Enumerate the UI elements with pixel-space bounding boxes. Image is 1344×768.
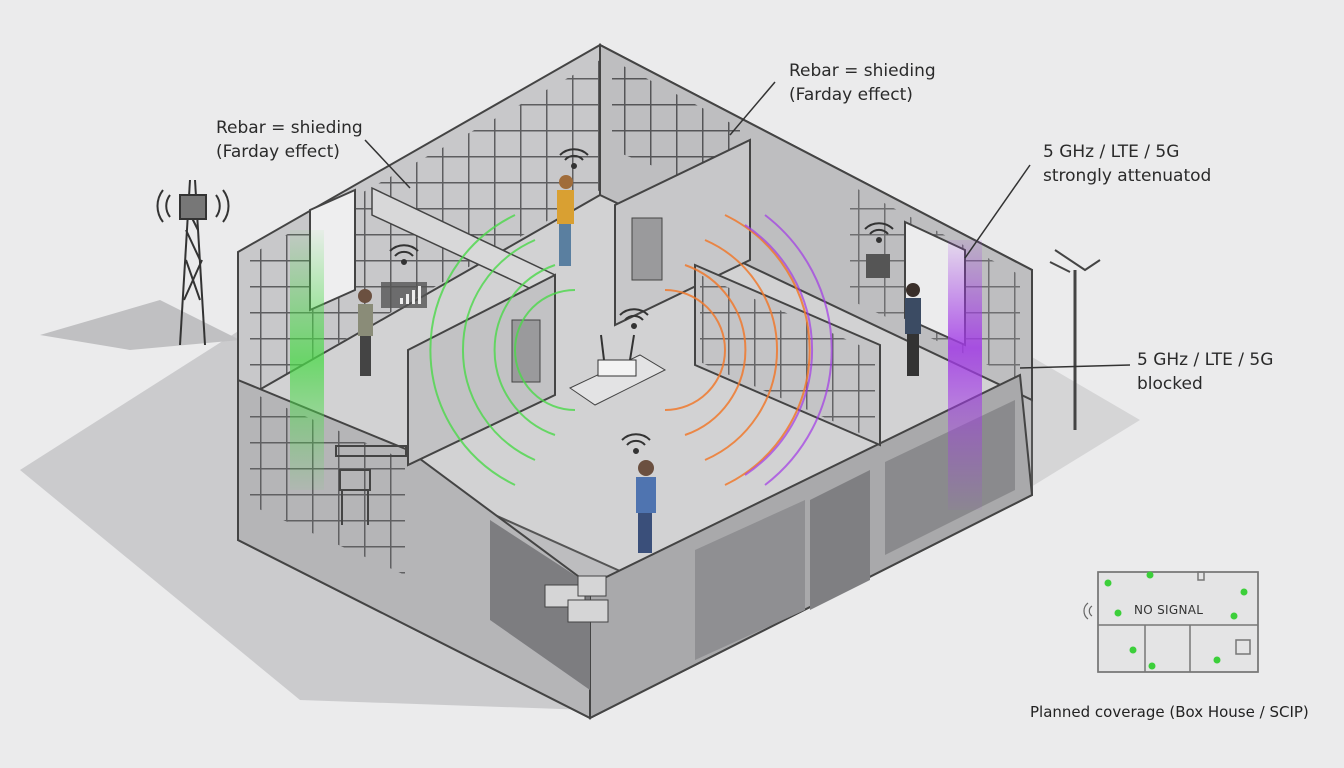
person-icon [358,289,373,376]
partition-wall-right-rebar [700,275,875,440]
attenuated-label: 5 GHz / LTE / 5G strongly attenuatod [1043,142,1212,186]
cell-tower-icon [156,179,230,346]
wifi-icon [1083,602,1093,620]
chair [335,445,407,525]
person-icon [905,283,921,376]
purple-signal-glow [948,240,982,510]
door-top [631,217,663,281]
wifi-waves-orange [664,214,811,486]
boxes [544,575,609,623]
antenna-mast-icon [1049,249,1101,430]
cellular-waves-purple [744,214,833,486]
tablet-screen-icon [866,254,890,278]
lower-room-opening-1 [490,520,590,690]
person-icon [557,175,574,266]
rebar-shielding-label-left: Rebar = shieding (Farday effect) [216,118,363,162]
leader-lines [364,81,1131,369]
coverage-inset-map [1097,571,1259,673]
person-icon [636,460,656,553]
blocked-label: 5 GHz / LTE / 5G blocked [1137,350,1274,394]
lower-room-opening-4 [695,500,805,660]
door-center [511,319,541,383]
wifi-icon [389,148,894,454]
tower-base-shadow [40,300,240,350]
green-signal-glow [290,230,324,490]
coverage-caption: Planned coverage (Box House / SCIP) [1030,703,1309,721]
router-icon [597,334,637,377]
coverage-points [1104,571,1248,670]
front-left-rebar [250,392,405,575]
rebar-shielding-label-top: Rebar = shieding (Farday effect) [789,61,936,105]
no-signal-text: NO SIGNAL [1134,603,1204,617]
wifi-waves-green [429,214,576,486]
lower-room-opening-2 [810,470,870,610]
signal-bars-icon [381,282,427,308]
